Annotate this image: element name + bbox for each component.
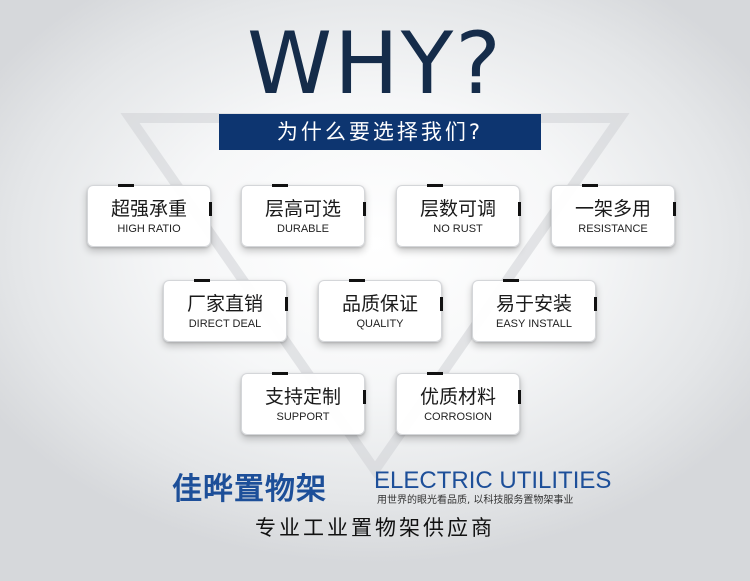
brand-name-cn: 佳晔置物架 [172, 472, 327, 507]
feature-card-no-rust: 层数可调 NO RUST [396, 184, 521, 247]
page-subtitle-banner: 为什么要选择我们? [219, 114, 541, 150]
feature-card-easy-install: 易于安装 EASY INSTALL [472, 279, 597, 342]
feature-card-support: 支持定制 SUPPORT [241, 372, 366, 435]
feature-subtitle: CORROSION [424, 411, 492, 423]
feature-title: 超强承重 [110, 198, 187, 220]
feature-title: 层数可调 [419, 198, 496, 220]
brand-slogan: 用世界的眼光看品质, 以科技服务置物架事业 [377, 495, 574, 506]
feature-card-durable: 层高可选 DURABLE [241, 184, 366, 247]
feature-title: 厂家直销 [186, 293, 263, 315]
feature-card-high-ratio: 超强承重 HIGH RATIO [87, 184, 212, 247]
page-title: WHY? [247, 14, 503, 114]
feature-subtitle: RESISTANCE [578, 223, 648, 235]
feature-title: 优质材料 [419, 386, 496, 408]
feature-card-direct-deal: 厂家直销 DIRECT DEAL [163, 279, 288, 342]
feature-subtitle: DURABLE [277, 223, 329, 235]
feature-subtitle: SUPPORT [276, 411, 330, 423]
feature-title: 层高可选 [264, 198, 341, 220]
feature-subtitle: DIRECT DEAL [188, 318, 262, 330]
feature-title: 品质保证 [341, 293, 418, 315]
feature-subtitle: HIGH RATIO [117, 223, 181, 235]
brand-tagline: 专业工业置物架供应商 [255, 516, 495, 540]
feature-subtitle: QUALITY [356, 318, 404, 330]
feature-title: 支持定制 [264, 386, 341, 408]
feature-subtitle: EASY INSTALL [495, 318, 573, 330]
feature-card-resistance: 一架多用 RESISTANCE [551, 184, 676, 247]
brand-name-en: ELECTRIC UTILITIES [374, 467, 612, 494]
feature-title: 易于安装 [495, 293, 572, 315]
feature-card-corrosion: 优质材料 CORROSION [396, 372, 521, 435]
feature-card-quality: 品质保证 QUALITY [318, 279, 443, 342]
feature-subtitle: NO RUST [433, 223, 483, 235]
feature-title: 一架多用 [574, 198, 651, 220]
